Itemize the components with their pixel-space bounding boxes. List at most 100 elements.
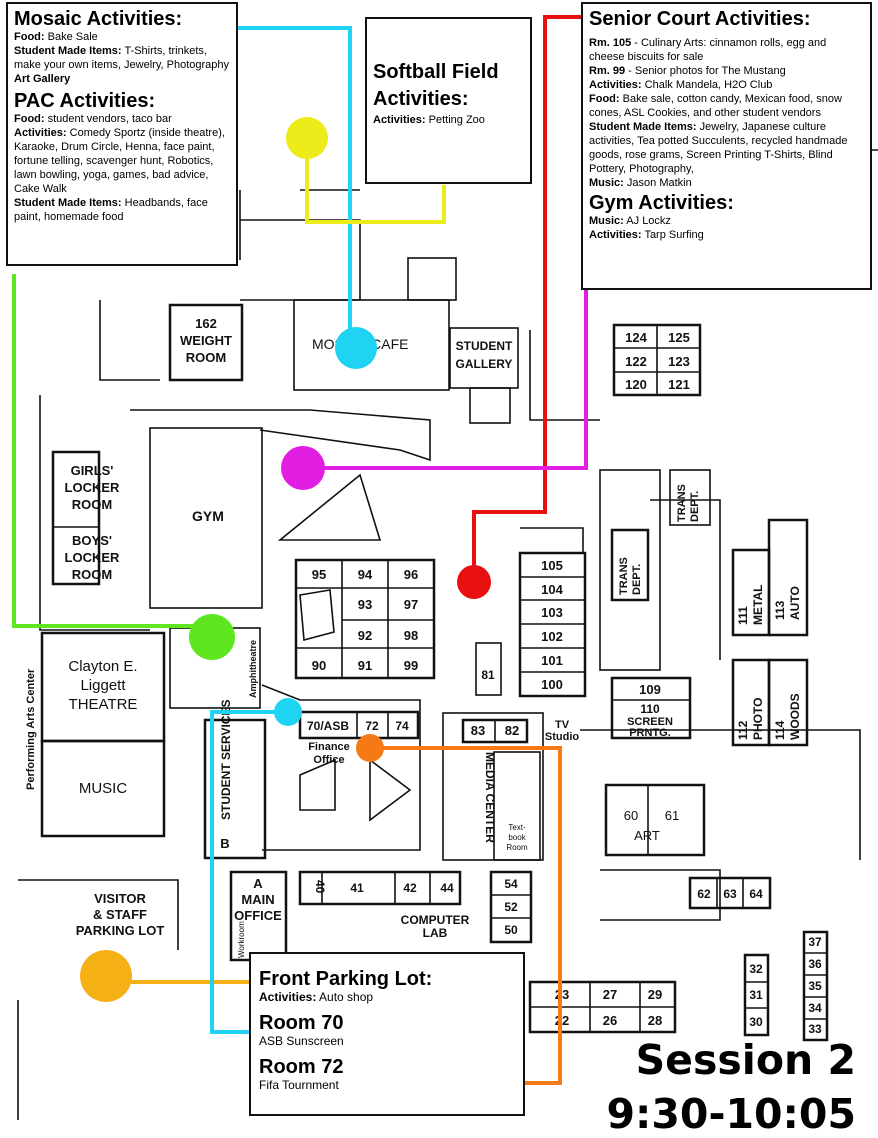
senior-activities: Activities: Chalk Mandela, H2O Club bbox=[589, 79, 773, 91]
map-labels: 162 WEIGHT ROOM MOSAIC CAFE STUDENT GALL… bbox=[25, 316, 822, 1036]
room-120: 120 bbox=[625, 377, 647, 392]
boys-locker-label-2: LOCKER bbox=[65, 550, 121, 565]
room-97: 97 bbox=[404, 597, 418, 612]
mosaic-student-items: Student Made Items: T-Shirts, trinkets, … bbox=[14, 45, 229, 71]
room-37: 37 bbox=[808, 935, 822, 949]
textbook-room-label-3: Room bbox=[506, 843, 528, 852]
art-label: ART bbox=[634, 828, 660, 843]
room-122: 122 bbox=[625, 354, 647, 369]
room-124: 124 bbox=[625, 330, 647, 345]
room-102: 102 bbox=[541, 629, 563, 644]
room-64: 64 bbox=[749, 887, 763, 901]
boys-locker-label-3: ROOM bbox=[72, 567, 112, 582]
computer-lab-label: COMPUTER bbox=[401, 913, 470, 927]
trans-dept-label-2: DEPT. bbox=[631, 564, 643, 595]
room-72: 72 bbox=[365, 719, 379, 733]
softball-connector bbox=[305, 140, 446, 224]
softball-marker bbox=[286, 117, 328, 159]
room-60-label: 60 bbox=[624, 808, 638, 823]
photo-label: PHOTO bbox=[751, 698, 765, 740]
room-34: 34 bbox=[808, 1001, 822, 1015]
rooms-60s: 62 63 64 bbox=[697, 887, 763, 901]
boys-locker-label: BOYS' bbox=[72, 533, 112, 548]
music-label: MUSIC bbox=[79, 780, 128, 797]
tv-studio-label: TV bbox=[555, 719, 570, 731]
room-40: 40 bbox=[313, 880, 327, 894]
trans-dept-label: TRANS bbox=[618, 557, 630, 595]
room-70-asb: 70/ASB bbox=[307, 719, 349, 733]
room-42: 42 bbox=[403, 881, 417, 895]
metal-label: METAL bbox=[751, 585, 765, 625]
room-96: 96 bbox=[404, 567, 418, 582]
room-54: 54 bbox=[504, 877, 518, 891]
front-lot-marker bbox=[80, 950, 132, 1002]
room-82: 82 bbox=[505, 723, 519, 738]
session-title: Session 2 bbox=[635, 1036, 856, 1084]
trans-dept-2-label-2: DEPT. bbox=[689, 491, 701, 522]
room-35: 35 bbox=[808, 979, 822, 993]
theatre-label-3: THEATRE bbox=[69, 696, 138, 713]
senior-heading: Senior Court Activities: bbox=[589, 8, 811, 30]
rooms-50s: 54 52 50 bbox=[504, 877, 518, 937]
mosaic-heading: Mosaic Activities: bbox=[14, 8, 183, 30]
room-109-label: 109 bbox=[639, 682, 661, 697]
svg-text:162: 162 bbox=[195, 316, 217, 331]
building-outlines bbox=[17, 149, 878, 1120]
room-101: 101 bbox=[541, 653, 563, 668]
room-28: 28 bbox=[648, 1013, 662, 1028]
student-gallery-label-2: GALLERY bbox=[456, 357, 513, 371]
woods-label: WOODS bbox=[788, 693, 802, 740]
mosaic-pac-info-box: Mosaic Activities: Food: Bake Sale Stude… bbox=[6, 2, 238, 266]
room-29: 29 bbox=[648, 987, 662, 1002]
pac-heading: PAC Activities: bbox=[14, 90, 156, 112]
room70-marker bbox=[274, 698, 302, 726]
pac-food: Food: student vendors, taco bar bbox=[14, 113, 172, 125]
room-44: 44 bbox=[440, 881, 454, 895]
rooms-100s: 105 104 103 102 101 100 bbox=[541, 558, 563, 692]
senior-rm105: Rm. 105 - Culinary Arts: cinnamon rolls,… bbox=[589, 37, 827, 63]
visitor-lot-label: VISITOR bbox=[94, 891, 146, 906]
svg-text:ROOM: ROOM bbox=[186, 350, 226, 365]
room70-heading: Room 70 bbox=[259, 1012, 344, 1034]
senior-rm99: Rm. 99 - Senior photos for The Mustang bbox=[589, 65, 786, 77]
main-office-label: A bbox=[253, 876, 263, 891]
senior-music: Music: Jason Matkin bbox=[589, 177, 692, 189]
finance-office-label: Finance bbox=[308, 741, 350, 753]
front-lot-heading: Front Parking Lot: bbox=[259, 968, 433, 990]
pac-marker bbox=[189, 614, 235, 660]
room-31: 31 bbox=[749, 988, 763, 1002]
room-91: 91 bbox=[358, 658, 372, 673]
room-50: 50 bbox=[504, 923, 518, 937]
computer-lab-label-2: LAB bbox=[423, 926, 448, 940]
mosaic-marker bbox=[335, 327, 377, 369]
weight-room-label: 162 WEIGHT ROOM bbox=[180, 316, 232, 365]
amphitheatre-label: Amphitheatre bbox=[248, 640, 258, 698]
girls-locker-label: GIRLS' bbox=[71, 463, 114, 478]
theatre-label: Clayton E. bbox=[68, 658, 137, 675]
rooms-30s: 32 31 30 37 36 35 34 33 bbox=[749, 935, 822, 1036]
room-41: 41 bbox=[350, 881, 364, 895]
room-63: 63 bbox=[723, 887, 737, 901]
room-114-label: 114 bbox=[773, 720, 787, 740]
girls-locker-label-3: ROOM bbox=[72, 497, 112, 512]
tv-studio-label-2: Studio bbox=[545, 731, 579, 743]
student-gallery-label: STUDENT bbox=[456, 339, 513, 353]
room-74: 74 bbox=[395, 719, 409, 733]
room70-connector bbox=[210, 710, 288, 1034]
gym-activities: Activities: Tarp Surfing bbox=[589, 229, 704, 241]
session-time: 9:30-10:05 bbox=[606, 1090, 856, 1138]
room-83: 83 bbox=[471, 723, 485, 738]
room70-description: ASB Sunscreen bbox=[259, 1034, 344, 1048]
room-99: 99 bbox=[404, 658, 418, 673]
media-center-label: MEDIA CENTER bbox=[483, 752, 497, 843]
mosaic-connector bbox=[206, 26, 352, 348]
room-95: 95 bbox=[312, 567, 326, 582]
softball-info-box: Softball Field Activities: Activities: P… bbox=[365, 17, 532, 184]
room-103: 103 bbox=[541, 605, 563, 620]
location-markers bbox=[80, 117, 491, 1002]
rooms-row-40: 40 41 42 44 bbox=[313, 880, 454, 895]
room-62: 62 bbox=[697, 887, 711, 901]
finance-office-label-2: Office bbox=[313, 754, 344, 766]
trans-dept-2-label: TRANS bbox=[676, 484, 688, 522]
